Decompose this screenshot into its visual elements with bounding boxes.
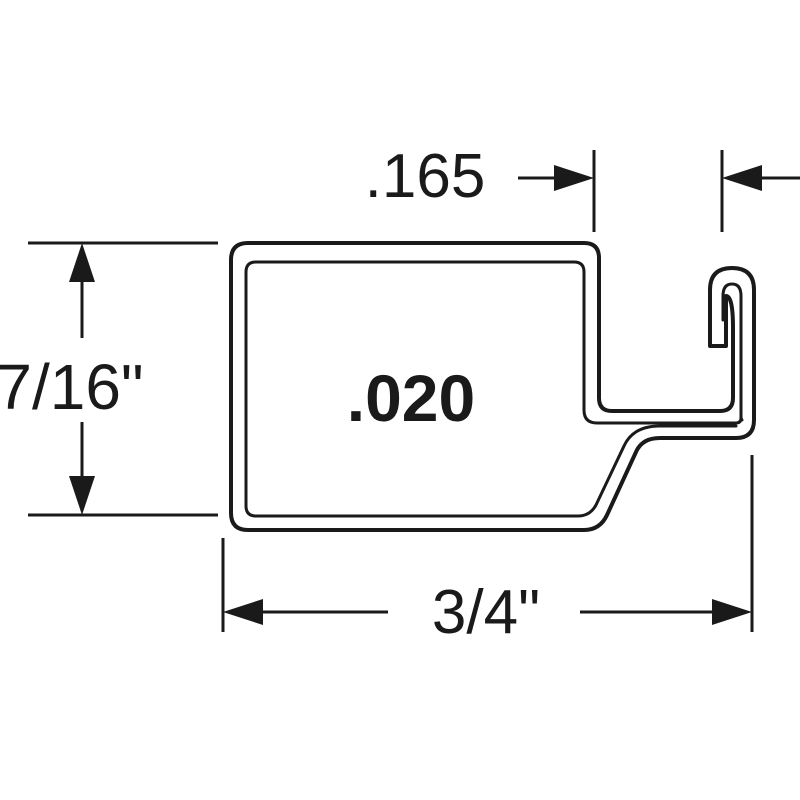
width-arrow-left-icon: [223, 599, 263, 625]
width-label: 3/4": [432, 578, 540, 647]
gap-arrow-left-icon: [722, 165, 762, 191]
hook-gap-label: .165: [365, 142, 486, 211]
height-arrow-up-icon: [69, 243, 95, 282]
profile-outer-edge: [229, 241, 756, 532]
height-label: 7/16": [0, 351, 144, 423]
gap-arrow-right-icon: [554, 165, 594, 191]
width-arrow-right-icon: [712, 599, 752, 625]
height-arrow-down-icon: [69, 476, 95, 515]
profile-inner-edge: [254, 260, 743, 425]
profile-inner-bottom-edge: [244, 260, 744, 518]
thickness-label: .020: [347, 361, 475, 435]
